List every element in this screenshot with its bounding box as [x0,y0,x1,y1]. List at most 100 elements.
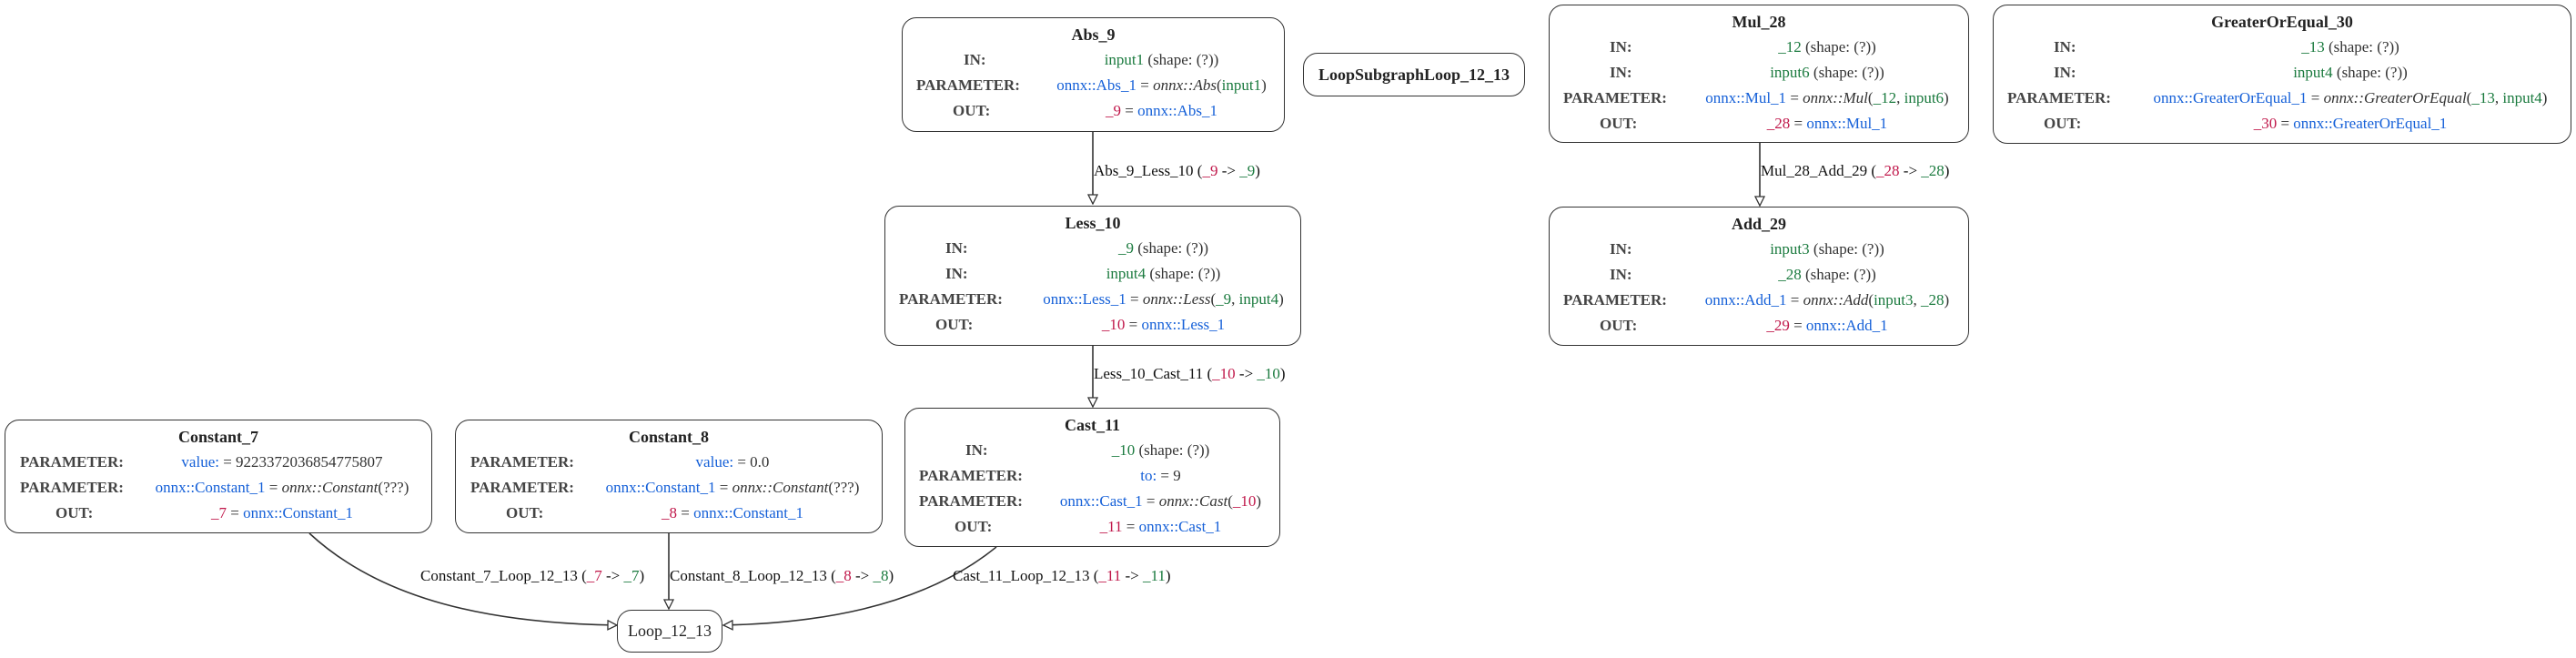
node-add-29[interactable]: Add_29 IN: input3 (shape: (?)) IN: _28 (… [1549,207,1969,346]
node-abs-9[interactable]: Abs_9 IN: input1 (shape: (?)) PARAMETER:… [902,17,1285,132]
row-label: IN: [964,51,986,68]
node-constant-8[interactable]: Constant_8 PARAMETER: value: = 0.0 PARAM… [455,420,883,533]
node-loop-12-13[interactable]: Loop_12_13 [617,610,722,653]
row-in: IN: _28 (shape: (?)) [1550,265,1968,285]
node-greater-or-equal-30[interactable]: GreaterOrEqual_30 IN: _13 (shape: (?)) I… [1993,5,2571,144]
args: (???) [828,479,860,496]
node-title: Constant_7 [177,428,258,446]
param-ref: onnx::Mul_1 [1806,115,1888,132]
arg: _13 [2471,89,2495,106]
row-label: PARAMETER: [2007,89,2111,106]
row-label: OUT: [953,102,991,119]
row-label: IN: [965,441,988,459]
arg: _12 [1873,89,1897,106]
equals: = [1786,291,1803,309]
param-name: onnx::Mul_1 [1705,89,1787,106]
row-parameter: PARAMETER: to: = 9 [905,466,1279,486]
shape-text: (shape: (?)) [1801,266,1876,283]
equals: = [1136,76,1154,94]
output-name: _7 [211,504,227,521]
output-name: _9 [1106,102,1122,119]
edge-to: _8 [873,567,889,584]
input-name: _9 [1117,239,1134,257]
param-ref: onnx::Abs_1 [1137,102,1217,119]
edge-close: ) [888,567,894,584]
row-label: IN: [945,265,968,282]
row-in: IN: _12 (shape: (?)) [1550,37,1968,57]
edge-from: _8 [835,567,852,584]
node-mul-28[interactable]: Mul_28 IN: _12 (shape: (?)) IN: input6 (… [1549,5,1969,143]
row-in: IN: input3 (shape: (?)) [1550,239,1968,259]
edge-label-cast11-loop: Cast_11_Loop_12_13 (_11 -> _11) [953,567,1171,585]
row-label: PARAMETER: [470,453,574,471]
equals: = [2307,89,2324,106]
row-label: OUT: [935,316,974,333]
param-ref: onnx::Less_1 [1141,316,1226,333]
node-title: Add_29 [1731,215,1787,233]
comma: , [1231,290,1239,308]
input-name: _13 [2301,38,2325,56]
row-label: OUT: [506,504,544,521]
row-parameter: PARAMETER: value: = 0.0 [456,452,882,472]
comma: , [2494,89,2503,106]
paren: ( [2466,89,2472,106]
input-name: input3 [1770,240,1810,258]
node-title: Cast_11 [1064,416,1120,434]
param-name: onnx::Less_1 [1043,290,1126,308]
row-parameter: PARAMETER: onnx::Constant_1 = onnx::Cons… [5,478,431,498]
node-title: Less_10 [1065,214,1121,232]
edge-to: _11 [1143,567,1166,584]
row-label: PARAMETER: [916,76,1020,94]
node-loop-subgraph[interactable]: LoopSubgraphLoop_12_13 [1303,53,1525,96]
row-in: IN: input1 (shape: (?)) [903,50,1284,70]
node-constant-7[interactable]: Constant_7 PARAMETER: value: = 922337203… [5,420,432,533]
row-parameter: PARAMETER: onnx::Mul_1 = onnx::Mul(_12, … [1550,88,1968,108]
equals: = [1121,102,1138,119]
equals: = [1790,115,1807,132]
row-parameter: PARAMETER: value: = 9223372036854775807 [5,452,431,472]
row-out: OUT: _30 = onnx::GreaterOrEqual_1 [1994,114,2571,134]
input-name: input4 [1106,265,1147,282]
equals: = [1126,290,1143,308]
equals: = [227,504,244,521]
edge-from: _7 [586,567,602,584]
row-out: OUT: _29 = onnx::Add_1 [1550,316,1968,336]
node-cast-11[interactable]: Cast_11 IN: _10 (shape: (?)) PARAMETER: … [904,408,1280,547]
shape-text: (shape: (?)) [2332,64,2408,81]
shape-text: (shape: (?)) [1144,51,1219,68]
op-name: onnx::GreaterOrEqual [2323,89,2467,106]
paren: ) [2541,89,2548,106]
shape-text: (shape: (?)) [1133,239,1209,257]
comma: , [1896,89,1904,106]
op-name: onnx::Less [1142,290,1211,308]
edge-cast11-loop [723,546,997,625]
arg: _10 [1232,492,1257,510]
edge-close: ) [639,567,645,584]
op-name: onnx::Add [1803,291,1869,309]
node-title: Loop_12_13 [628,622,712,640]
edge-label-less10-cast11: Less_10_Cast_11 (_10 -> _10) [1094,365,1286,383]
arg: input1 [1221,76,1262,94]
paren: ) [1278,290,1284,308]
edge-from: _9 [1202,162,1218,179]
edge-close: ) [1279,365,1286,382]
op-name: onnx::Abs [1153,76,1217,94]
paren: ) [1944,291,1950,309]
edge-from: _28 [1876,162,1900,179]
node-title: Mul_28 [1732,13,1786,31]
row-out: OUT: _10 = onnx::Less_1 [885,315,1300,335]
op-name: onnx::Constant [281,479,379,496]
node-title: LoopSubgraphLoop_12_13 [1318,66,1510,84]
edge-const7-loop [308,532,617,625]
input-name: _10 [1111,441,1136,459]
param-value: = 9223372036854775807 [218,453,383,471]
row-label: IN: [1610,64,1632,81]
row-out: OUT: _11 = onnx::Cast_1 [905,517,1279,537]
param-ref: onnx::Constant_1 [243,504,353,521]
edge-arrow: -> [1899,162,1922,179]
edge-name: Cast_11_Loop_12_13 ( [953,567,1099,584]
row-label: IN: [1610,266,1632,283]
node-less-10[interactable]: Less_10 IN: _9 (shape: (?)) IN: input4 (… [884,206,1301,346]
row-label: IN: [1610,240,1632,258]
row-in: IN: input4 (shape: (?)) [1994,63,2571,83]
